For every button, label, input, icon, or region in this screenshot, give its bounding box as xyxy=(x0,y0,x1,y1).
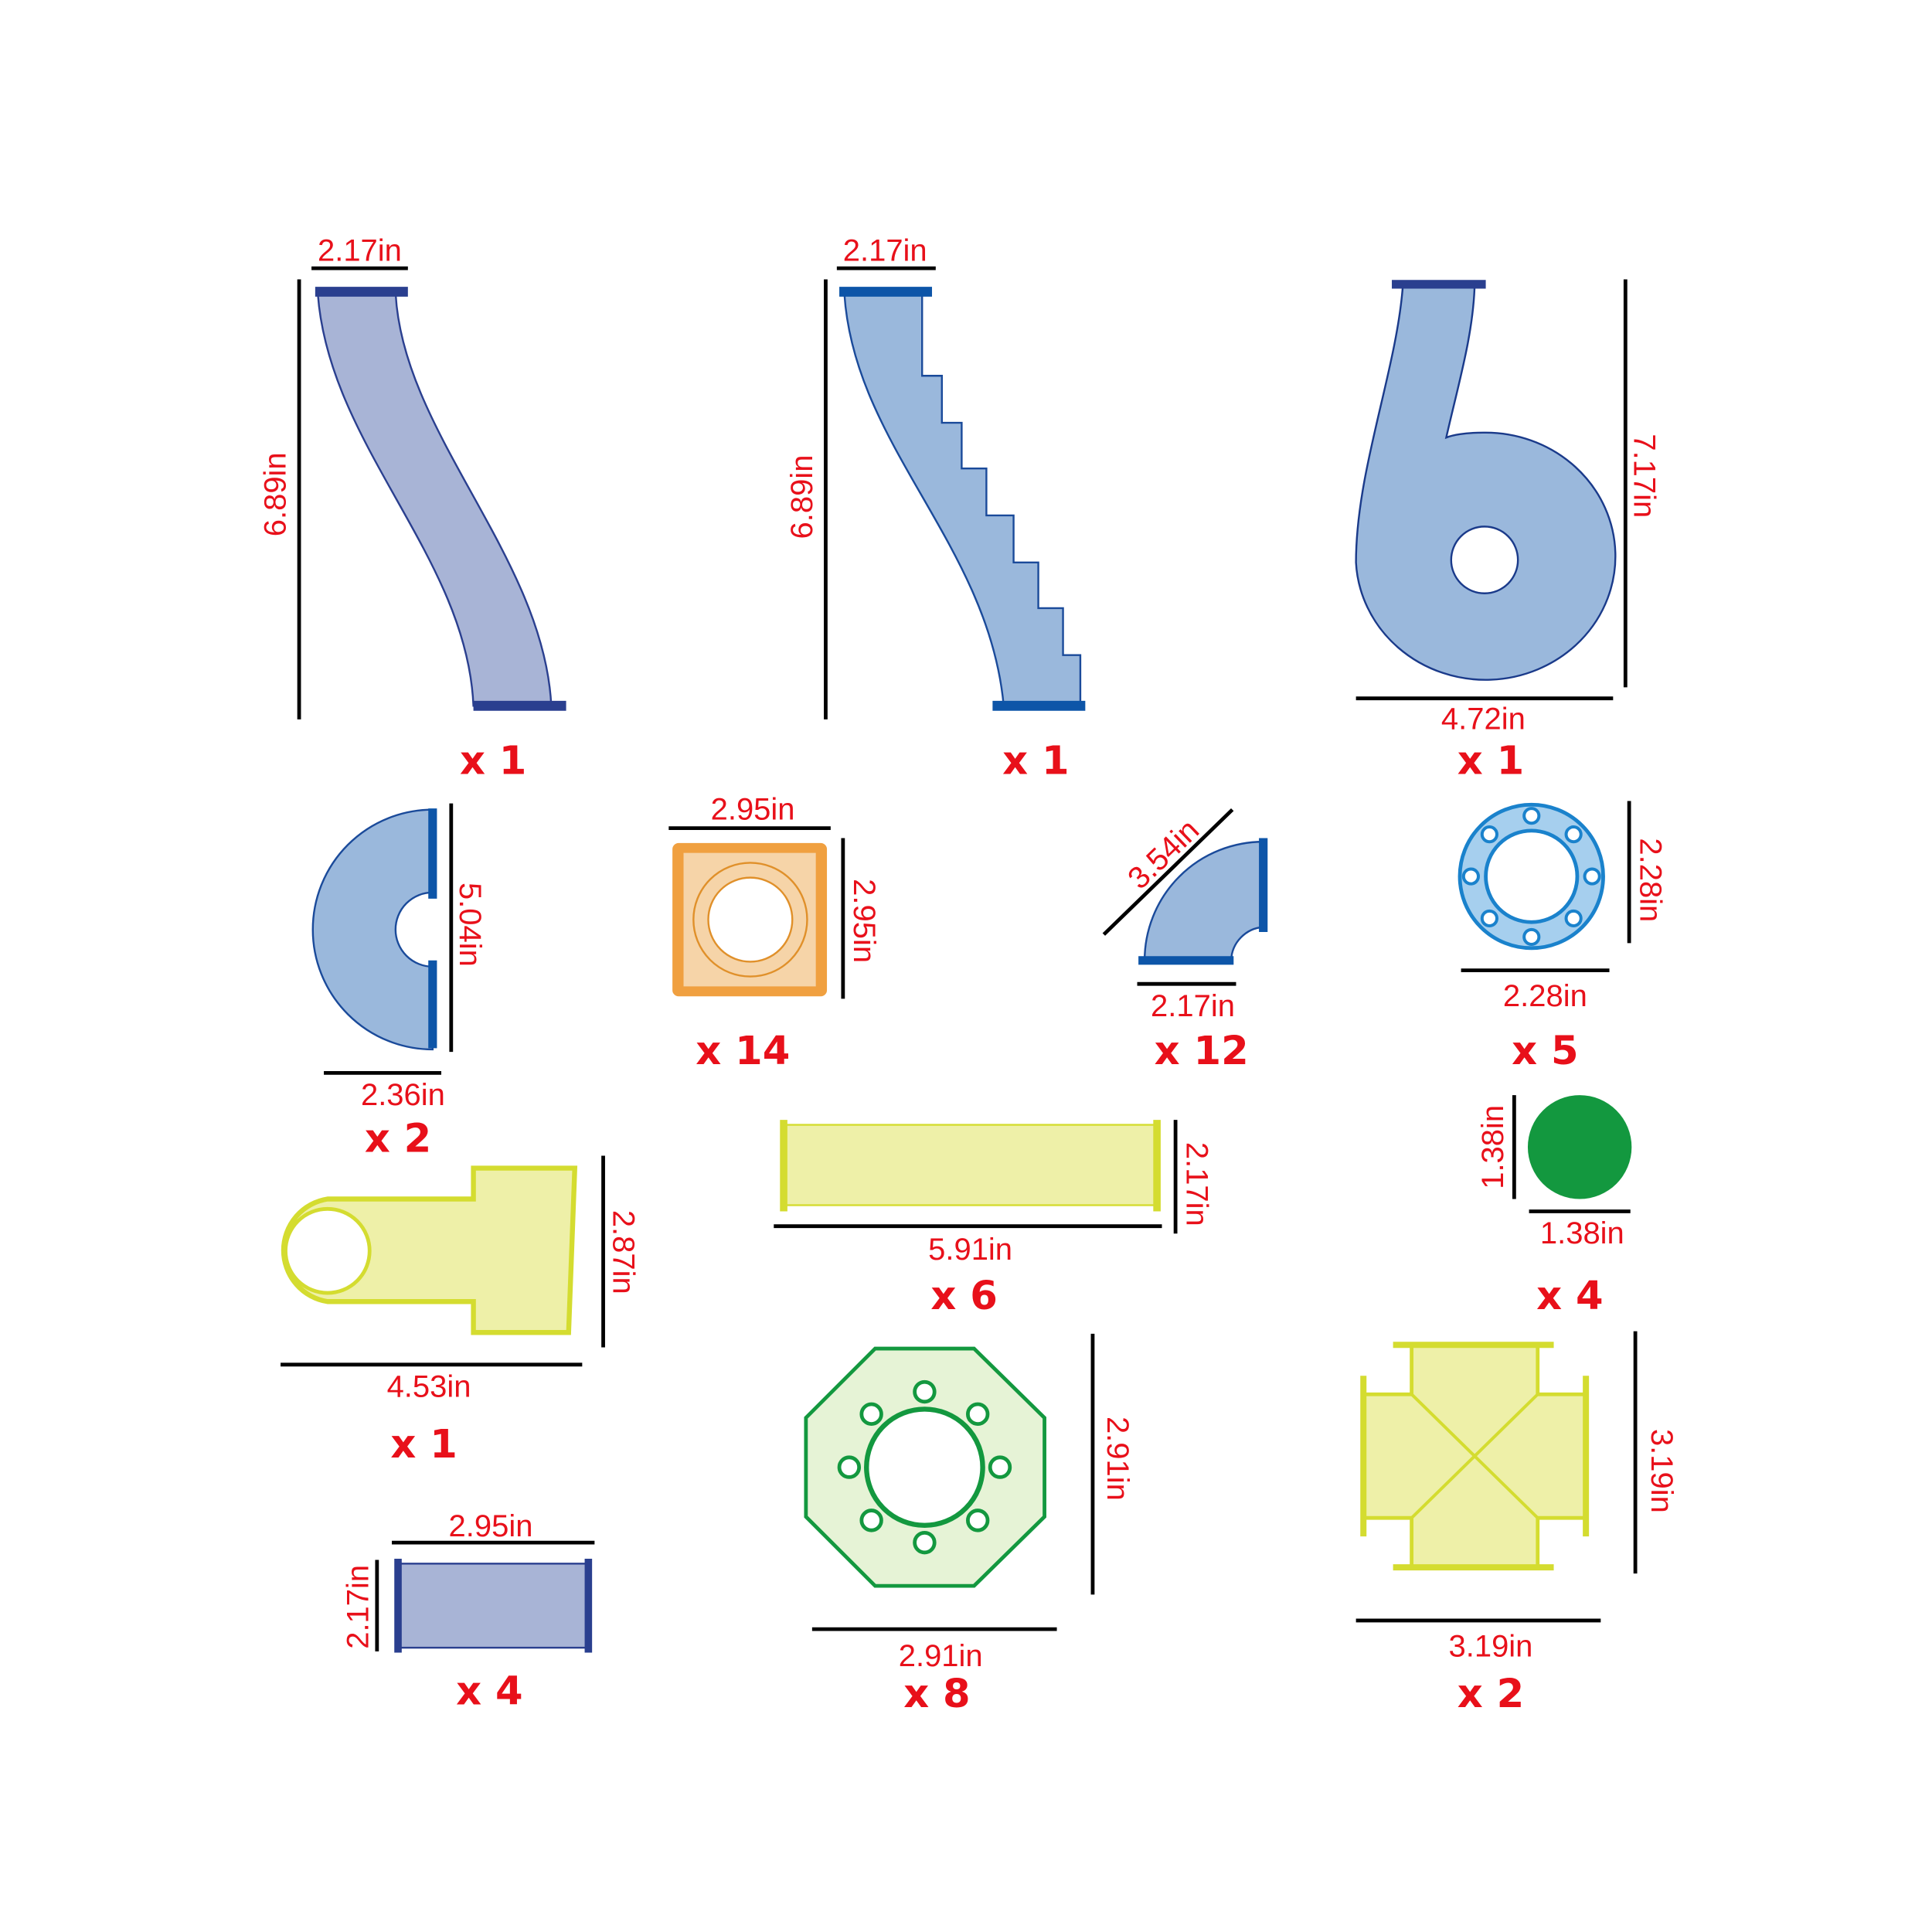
elbow: 3.54in 2.17in x 12 xyxy=(1102,808,1268,1074)
height-label: 7.17in xyxy=(1628,434,1662,518)
width-label: 4.53in xyxy=(387,1369,471,1403)
height-label: 2.17in xyxy=(342,1565,376,1649)
cross-connector: 3.19in 3.19in x 2 xyxy=(1355,1331,1679,1717)
height-label: 2.17in xyxy=(1180,1142,1214,1226)
count-label: x 4 xyxy=(456,1668,522,1715)
height-label: 1.38in xyxy=(1476,1105,1510,1189)
count-label: x 2 xyxy=(365,1116,431,1162)
count-label: x 1 xyxy=(390,1421,457,1468)
width-label: 1.38in xyxy=(1540,1216,1624,1250)
width-label: 2.91in xyxy=(899,1639,983,1673)
height-label: 5.04in xyxy=(453,883,487,967)
height-label: 6.89in xyxy=(258,452,292,536)
stair-slide: 2.17in 6.89in x 1 xyxy=(785,233,1086,784)
short-tube: 2.95in 2.17in x 4 xyxy=(342,1509,595,1715)
long-tube: 5.91in 2.17in x 6 xyxy=(774,1120,1214,1319)
width-label: 2.36in xyxy=(361,1078,445,1112)
t-piece: 2.87in 4.53in x 1 xyxy=(281,1155,640,1468)
height-label: 2.91in xyxy=(1100,1417,1134,1501)
count-label: x 6 xyxy=(930,1273,997,1319)
count-label: x 5 xyxy=(1512,1028,1578,1074)
width-label: 5.91in xyxy=(928,1233,1012,1267)
count-label: x 2 xyxy=(1458,1671,1524,1717)
height-label: 2.28in xyxy=(1634,838,1668,922)
width-label: 2.17in xyxy=(843,233,927,267)
spiral-slide: 7.17in 4.72in x 1 xyxy=(1355,279,1662,784)
count-label: x 14 xyxy=(696,1028,790,1074)
count-label: x 12 xyxy=(1155,1028,1249,1074)
width-label: 4.72in xyxy=(1441,702,1526,736)
count-label: x 1 xyxy=(460,737,526,784)
height-label: 2.87in xyxy=(606,1210,640,1294)
square-connector: 2.95in 2.95in x 14 xyxy=(668,792,881,1074)
height-label: 3.19in xyxy=(1645,1429,1679,1513)
width-label: 2.17in xyxy=(318,233,402,267)
octagon-connector: 2.91in 2.91in x 8 xyxy=(804,1333,1134,1717)
green-cap: 1.38in 1.38in x 4 xyxy=(1476,1095,1632,1319)
half-ring: 5.04in 2.36in x 2 xyxy=(311,803,487,1162)
height-label: 2.95in xyxy=(847,879,881,963)
count-label: x 4 xyxy=(1536,1273,1603,1319)
s-slide: 2.17in 6.89in x 1 xyxy=(258,233,566,784)
count-label: x 1 xyxy=(1002,737,1069,784)
width-label: 2.28in xyxy=(1503,979,1587,1013)
width-label: 2.17in xyxy=(1151,989,1235,1023)
ring-connector: 2.28in 2.28in x 5 xyxy=(1458,801,1668,1074)
height-label: 6.89in xyxy=(785,455,819,539)
width-label: 2.95in xyxy=(449,1509,533,1543)
count-label: x 1 xyxy=(1458,737,1524,784)
width-label: 2.95in xyxy=(711,792,795,826)
width-label: 3.19in xyxy=(1449,1629,1533,1663)
count-label: x 8 xyxy=(903,1671,970,1717)
